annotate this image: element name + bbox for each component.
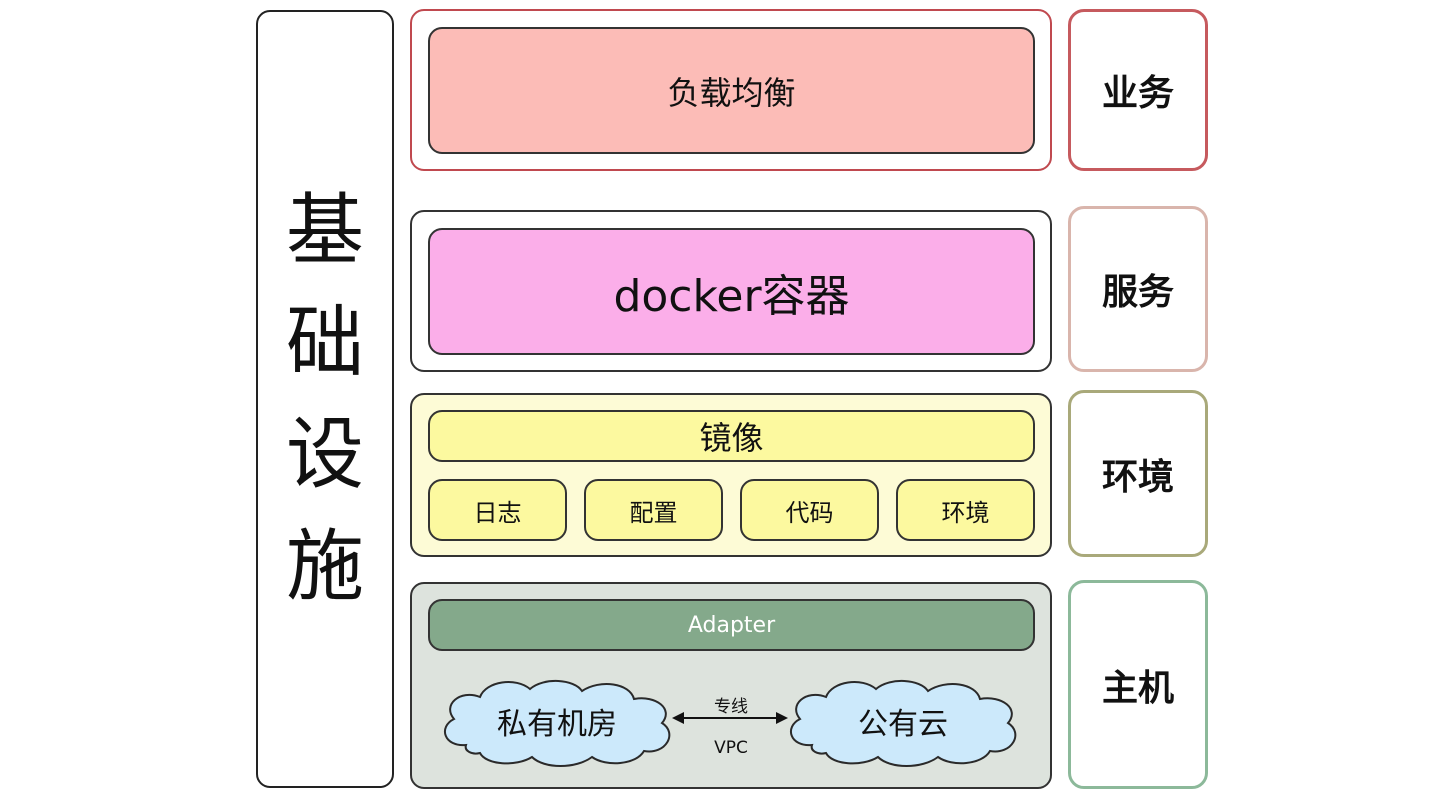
- service-label: 服务: [1068, 206, 1208, 372]
- vpc-label: VPC: [714, 738, 748, 758]
- cloud-shape-icon: [789, 680, 1017, 767]
- host-label: 主机: [1068, 580, 1208, 789]
- environment-label: 环境: [1068, 390, 1208, 557]
- image-box: 镜像: [428, 410, 1035, 462]
- infrastructure-char: 施: [285, 522, 364, 612]
- cloud-shape-icon: [443, 680, 671, 767]
- env-box: 环境: [896, 479, 1035, 541]
- business-label: 业务: [1068, 9, 1208, 171]
- public-cloud-label: 公有云: [858, 707, 948, 742]
- infrastructure-bar: 基 础 设 施: [256, 10, 394, 788]
- dedicated-line-label: 专线: [714, 697, 748, 717]
- load-balancer-box: 负载均衡: [428, 27, 1035, 154]
- infrastructure-char: 设: [285, 410, 364, 500]
- public-cloud: 公有云: [782, 675, 1024, 767]
- double-arrow-icon: [672, 712, 788, 724]
- private-room-label: 私有机房: [497, 707, 617, 742]
- infrastructure-char: 础: [285, 298, 364, 388]
- code-box: 代码: [740, 479, 879, 541]
- docker-container-box: docker容器: [428, 228, 1035, 355]
- config-box: 配置: [584, 479, 723, 541]
- private-room-cloud: 私有机房: [436, 675, 678, 767]
- log-box: 日志: [428, 479, 567, 541]
- infrastructure-char: 基: [285, 186, 364, 276]
- adapter-box: Adapter: [428, 599, 1035, 651]
